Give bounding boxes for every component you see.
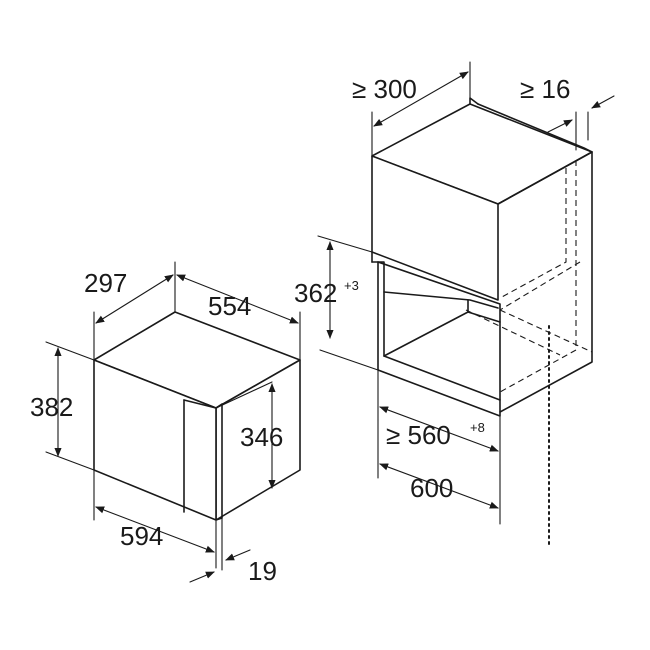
dim-label-19: 19 — [248, 556, 277, 586]
cabinet-body — [371, 97, 593, 417]
cabinet-hidden-back — [499, 150, 577, 393]
dim-arrow-594 — [95, 506, 215, 553]
dim-label-362: 362 — [294, 278, 337, 308]
dim-arrow-600 — [379, 463, 499, 509]
dim-arrow-554 — [176, 274, 299, 324]
dim-label-594: 594 — [120, 521, 163, 551]
dim-arrow-300 — [373, 71, 469, 127]
dim-label-560: ≥ 560 — [386, 420, 451, 450]
dim-label-300: ≥ 300 — [352, 74, 417, 104]
dim-arrow-16-right — [591, 95, 615, 109]
dim-label-554: 554 — [208, 291, 251, 321]
appliance-body — [93, 311, 301, 521]
dim-arrow-297 — [95, 274, 174, 324]
dim-label-346: 346 — [240, 422, 283, 452]
dim-tolerance-362: +3 — [344, 278, 359, 293]
dim-arrow-19-left — [189, 571, 215, 583]
dim-arrow-560 — [379, 406, 499, 452]
cabinet-upper-front — [371, 155, 499, 301]
dim-arrow-16-left — [547, 119, 573, 133]
dim-label-16: ≥ 16 — [520, 74, 570, 104]
cabinet-dimensions: ≥ 300 ≥ 16 362 +3 ≥ 560 +8 600 — [294, 61, 615, 525]
dim-label-382: 382 — [30, 392, 73, 422]
dim-label-297: 297 — [84, 268, 127, 298]
dim-tolerance-560: +8 — [470, 420, 485, 435]
dim-arrow-19-right — [225, 549, 251, 561]
dim-label-600: 600 — [410, 473, 453, 503]
appliance-dimensions: 297 554 382 346 594 19 — [30, 261, 301, 586]
